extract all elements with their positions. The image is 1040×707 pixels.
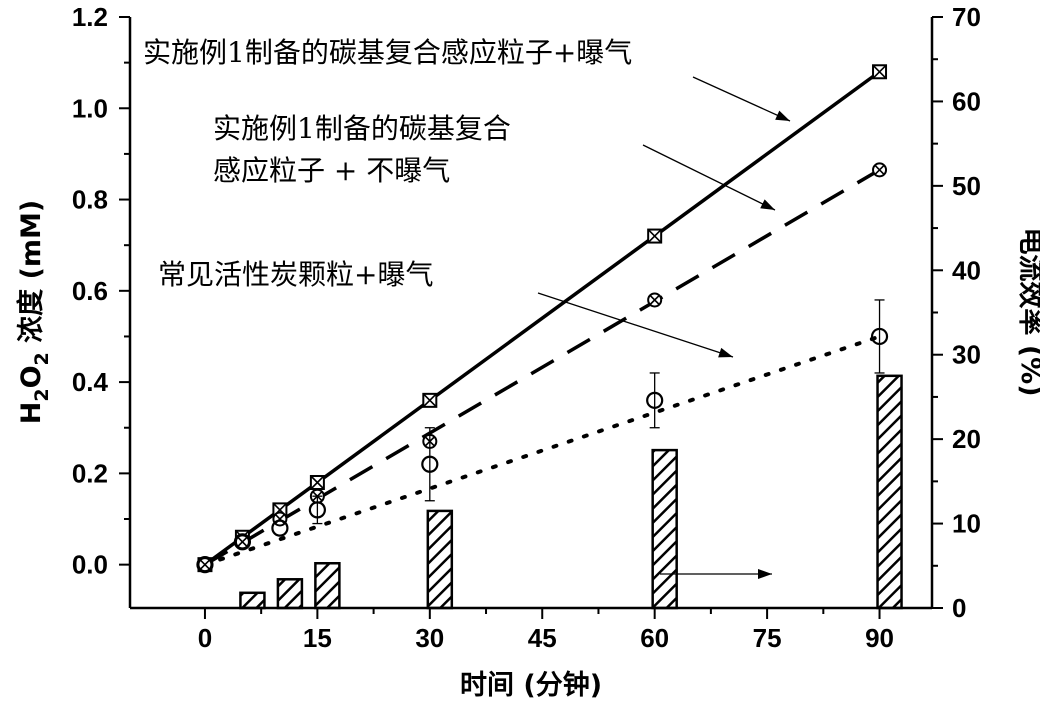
bar bbox=[426, 509, 454, 610]
y-right-tick-label: 10 bbox=[952, 509, 981, 539]
arrow-not-aerated bbox=[642, 144, 776, 211]
y-left-tick-label: 1.2 bbox=[72, 2, 108, 32]
y-left-tick-label: 0.2 bbox=[72, 458, 108, 488]
data-point bbox=[233, 533, 252, 551]
y-left-tick-label: 0.0 bbox=[72, 550, 108, 580]
annotation-not-aerated-line1: 实施例1制备的碳基复合 bbox=[213, 112, 511, 145]
y-left-axis-title: H2O2 浓度 (mM) bbox=[15, 200, 53, 425]
plot-area: 0 15 30 45 60 75 90 0.0 0.2 0.4 0.6 0.8 1.0 1.2 0 10 20 3… bbox=[15, 2, 1040, 701]
y-left-axis-title-part: H bbox=[16, 402, 47, 425]
data-point-cross bbox=[422, 393, 437, 408]
data-point-cross bbox=[649, 294, 660, 306]
x-tick-label: 90 bbox=[865, 623, 894, 653]
y-left-tick-label: 1.0 bbox=[72, 93, 108, 123]
x-tick-label: 0 bbox=[198, 623, 212, 653]
data-point-cross bbox=[872, 64, 887, 79]
data-point-cross bbox=[310, 475, 325, 490]
y-left-tick-label: 0.6 bbox=[72, 276, 108, 306]
annotation-activated-carbon: 常见活性炭颗粒+曝气 bbox=[158, 258, 433, 291]
y-right-tick-label: 70 bbox=[952, 2, 981, 32]
data-point bbox=[271, 519, 289, 537]
x-tick-label: 30 bbox=[415, 623, 444, 653]
y-right-tick-label: 50 bbox=[952, 171, 981, 201]
bar bbox=[276, 578, 304, 610]
y-left-tick-label: 0.4 bbox=[72, 367, 109, 397]
y-left-axis-title-part: O bbox=[16, 365, 47, 388]
data-point-cross bbox=[237, 536, 248, 547]
data-point-cross bbox=[874, 164, 885, 175]
arrow-aerated-head bbox=[775, 110, 790, 121]
y-left-tick-label: 0.8 bbox=[72, 185, 108, 215]
arrow-not-aerated-head bbox=[760, 199, 775, 210]
bar bbox=[239, 591, 266, 610]
bar bbox=[314, 562, 341, 610]
arrow-aerated bbox=[692, 76, 791, 122]
y-right-tick-label: 30 bbox=[952, 340, 981, 370]
y-left-axis-title-part: 2 bbox=[31, 352, 53, 365]
y-right-tick-label: 20 bbox=[952, 424, 981, 454]
data-point bbox=[646, 391, 664, 409]
x-tick-label: 60 bbox=[640, 623, 669, 653]
data-point bbox=[870, 327, 889, 346]
data-point-cross bbox=[199, 559, 211, 570]
data-point-cross bbox=[647, 228, 662, 244]
arrow-activated-carbon bbox=[537, 292, 734, 358]
y-right-tick-label: 40 bbox=[952, 255, 981, 285]
data-point bbox=[308, 501, 326, 519]
y-left-axis-title-part: 浓度 (mM) bbox=[15, 200, 47, 352]
series-line-dotted bbox=[202, 334, 882, 567]
y-right-axis-title: 电流效率 (%) bbox=[1015, 227, 1040, 396]
annotation-aerated: 实施例1制备的碳基复合感应粒子+曝气 bbox=[143, 36, 632, 69]
data-point bbox=[196, 556, 214, 574]
data-point bbox=[421, 455, 439, 473]
y-right-tick-label: 0 bbox=[952, 593, 966, 623]
x-tick-label: 45 bbox=[528, 623, 557, 653]
x-tick-label: 75 bbox=[753, 623, 782, 653]
annotation-not-aerated-line2: 感应粒子 + 不曝气 bbox=[213, 154, 450, 187]
series-line-solid bbox=[203, 70, 881, 567]
arrow-efficiency-head bbox=[758, 569, 772, 579]
y-left-axis-title-part: 2 bbox=[31, 388, 53, 401]
bar bbox=[651, 448, 678, 610]
y-right-tick-label: 60 bbox=[952, 86, 981, 116]
arrow-activated-carbon-head bbox=[718, 347, 733, 358]
x-tick-label: 15 bbox=[303, 623, 332, 653]
bar bbox=[876, 374, 903, 610]
series-line-dashed bbox=[204, 168, 881, 567]
x-axis-title: 时间 (分钟) bbox=[460, 670, 602, 701]
